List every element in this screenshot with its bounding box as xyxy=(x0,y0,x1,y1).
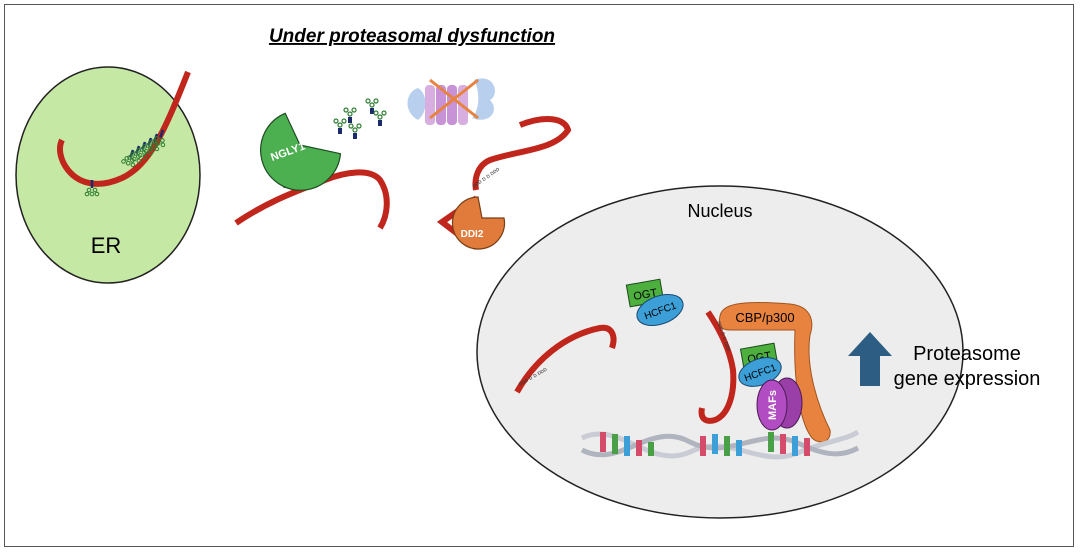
ddi2-label: DDI2 xyxy=(461,229,484,240)
er-compartment xyxy=(15,66,201,284)
nrf1-chain-bound xyxy=(698,310,737,424)
released-glycans xyxy=(333,98,387,140)
cross-icon xyxy=(429,78,479,120)
mafs-front xyxy=(756,379,788,431)
output-line-2: gene expression xyxy=(894,368,1041,390)
nrf1-chain-free xyxy=(514,324,617,394)
output-line-1: Proteasome xyxy=(913,343,1021,365)
cytosolic-chain-2 xyxy=(472,116,572,191)
hcfc1-free xyxy=(636,293,684,327)
ddi2-enzyme xyxy=(451,196,506,250)
er-polypeptide-chain xyxy=(57,70,191,187)
ngly1-enzyme xyxy=(260,112,342,191)
diagram-title: Under proteasomal dysfunction xyxy=(269,26,555,47)
diagram-frame xyxy=(4,4,1074,547)
cytosolic-chain-1 xyxy=(234,169,390,230)
er-label: ER xyxy=(91,233,122,258)
cbp-p300-label: CBP/p300 xyxy=(735,310,794,325)
up-arrow-icon xyxy=(848,332,892,386)
mafs-label: MAFs xyxy=(767,390,779,420)
nucleus-label: Nucleus xyxy=(687,201,752,221)
cbp-p300 xyxy=(718,302,831,443)
dna-icon xyxy=(580,429,860,460)
